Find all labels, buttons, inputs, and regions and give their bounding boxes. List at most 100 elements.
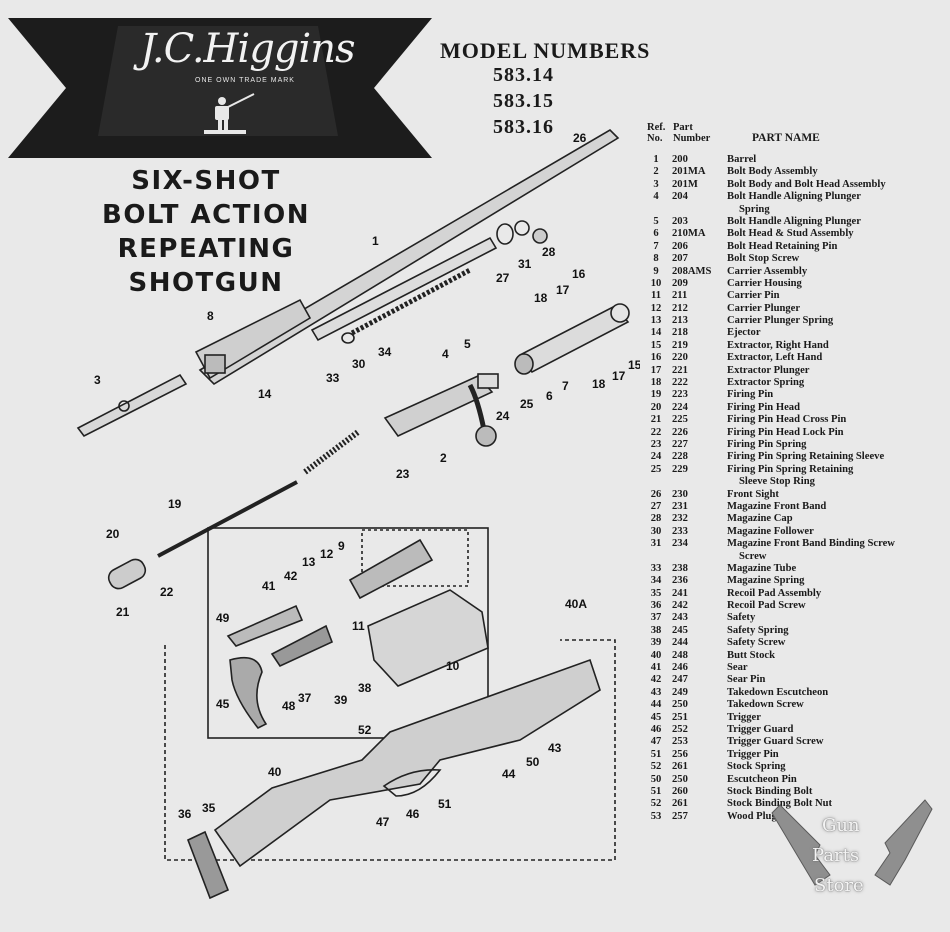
carrier-housing-part <box>367 589 489 687</box>
part-name: Front Sight <box>727 488 779 500</box>
callout-label: 21 <box>116 605 130 619</box>
callout-label: 9 <box>338 539 345 553</box>
part-ref-no: 17 <box>650 364 662 376</box>
part-name: Sear <box>727 662 748 674</box>
part-name: Escutcheon Pin <box>727 773 797 785</box>
part-ref-no: 51 <box>650 748 662 760</box>
part-number: 247 <box>672 674 688 686</box>
part-number: 204 <box>672 191 688 203</box>
part-ref-no: 13 <box>650 315 662 327</box>
magazine-front-band-part <box>496 220 548 245</box>
carrier-detail-box <box>361 529 469 587</box>
callout-label: 36 <box>178 807 192 821</box>
watermark: Gun Parts Store <box>760 785 945 905</box>
part-name: Extractor, Left Hand <box>727 352 823 364</box>
callout-label: 3 <box>94 373 101 387</box>
callout-label: 39 <box>334 693 348 707</box>
part-number: 211 <box>672 290 688 302</box>
part-ref-no: 43 <box>650 686 662 698</box>
callout-label: 33 <box>326 371 340 385</box>
part-number: 223 <box>672 389 688 401</box>
part-number: 210MA <box>672 228 706 240</box>
part-number: 221 <box>672 364 688 376</box>
part-number: 252 <box>672 723 688 735</box>
callout-label: 11 <box>352 619 365 633</box>
callout-label: 44 <box>502 767 516 781</box>
part-ref-no: 36 <box>650 600 662 612</box>
part-name: Extractor Spring <box>727 377 805 389</box>
part-number: 234 <box>672 538 688 550</box>
part-name: Firing Pin Head Lock Pin <box>727 426 844 438</box>
recoil-pad-part <box>186 830 230 900</box>
part-name: Stock Spring <box>727 761 786 773</box>
callout-label: 45 <box>216 697 230 711</box>
part-ref-no: 4 <box>653 191 659 203</box>
watermark-line: Store <box>814 875 864 896</box>
part-name: Extractor, Right Hand <box>727 339 829 351</box>
part-ref-no: 25 <box>650 463 662 475</box>
brand-logo-banner <box>8 18 432 158</box>
part-ref-no: 18 <box>650 377 662 389</box>
part-name: Recoil Pad Screw <box>727 600 806 612</box>
callout-label: 42 <box>284 569 298 583</box>
part-ref-no: 21 <box>650 414 662 426</box>
part-ref-no: 53 <box>650 810 662 822</box>
callout-label: 41 <box>262 579 276 593</box>
model-number: 583.15 <box>493 90 554 112</box>
brand-tagline: ONE OWN TRADE MARK <box>195 77 295 84</box>
part-name: Bolt Head & Stud Assembly <box>727 228 854 240</box>
callout-label: 51 <box>438 797 452 811</box>
part-number: 212 <box>672 302 688 314</box>
part-number: 207 <box>672 253 688 265</box>
part-number: 200 <box>672 154 688 165</box>
bolt-body-rear-part <box>76 373 188 438</box>
trigger-guard-part <box>382 769 442 797</box>
callout-label: 46 <box>406 807 420 821</box>
callout-label: 4 <box>442 347 449 361</box>
callout-label: 31 <box>518 257 532 271</box>
part-name: Safety Screw <box>727 637 786 649</box>
part-number: 201MA <box>672 166 706 178</box>
part-ref-no: 15 <box>650 339 662 351</box>
callout-label: 6 <box>546 389 553 403</box>
part-ref-no: 5 <box>653 215 659 227</box>
title-line: BOLT ACTION <box>102 200 310 230</box>
callout-label: 35 <box>202 801 216 815</box>
callout-label: 5 <box>464 337 471 351</box>
part-ref-no: 7 <box>653 240 659 252</box>
stock-assembly-box <box>164 639 616 861</box>
callout-label: 17 <box>612 369 626 383</box>
part-number: 201M <box>672 178 698 190</box>
part-number: 261 <box>672 798 688 810</box>
callout-label: 10 <box>446 659 460 673</box>
part-ref-no: 34 <box>650 575 662 587</box>
part-name: Extractor Plunger <box>727 364 810 376</box>
watermark-line: Parts <box>812 845 860 866</box>
part-ref-no: 42 <box>650 674 662 686</box>
part-ref-no: 3 <box>653 178 659 190</box>
callout-label: 27 <box>496 271 510 285</box>
part-ref-no: 47 <box>650 736 662 748</box>
part-name: Sleeve Stop Ring <box>739 476 815 488</box>
callout-label: 15 <box>628 358 640 372</box>
part-number: 244 <box>672 637 688 649</box>
callout-label: 28 <box>542 245 556 259</box>
part-number: 208AMS <box>672 265 712 277</box>
part-name: Firing Pin Spring <box>727 438 807 450</box>
part-name: Firing Pin Head <box>727 401 800 413</box>
part-name: Trigger Guard <box>727 723 794 735</box>
part-name: Magazine Front Band <box>727 500 827 512</box>
part-number: 231 <box>672 500 688 512</box>
part-ref-no: 52 <box>650 761 662 773</box>
